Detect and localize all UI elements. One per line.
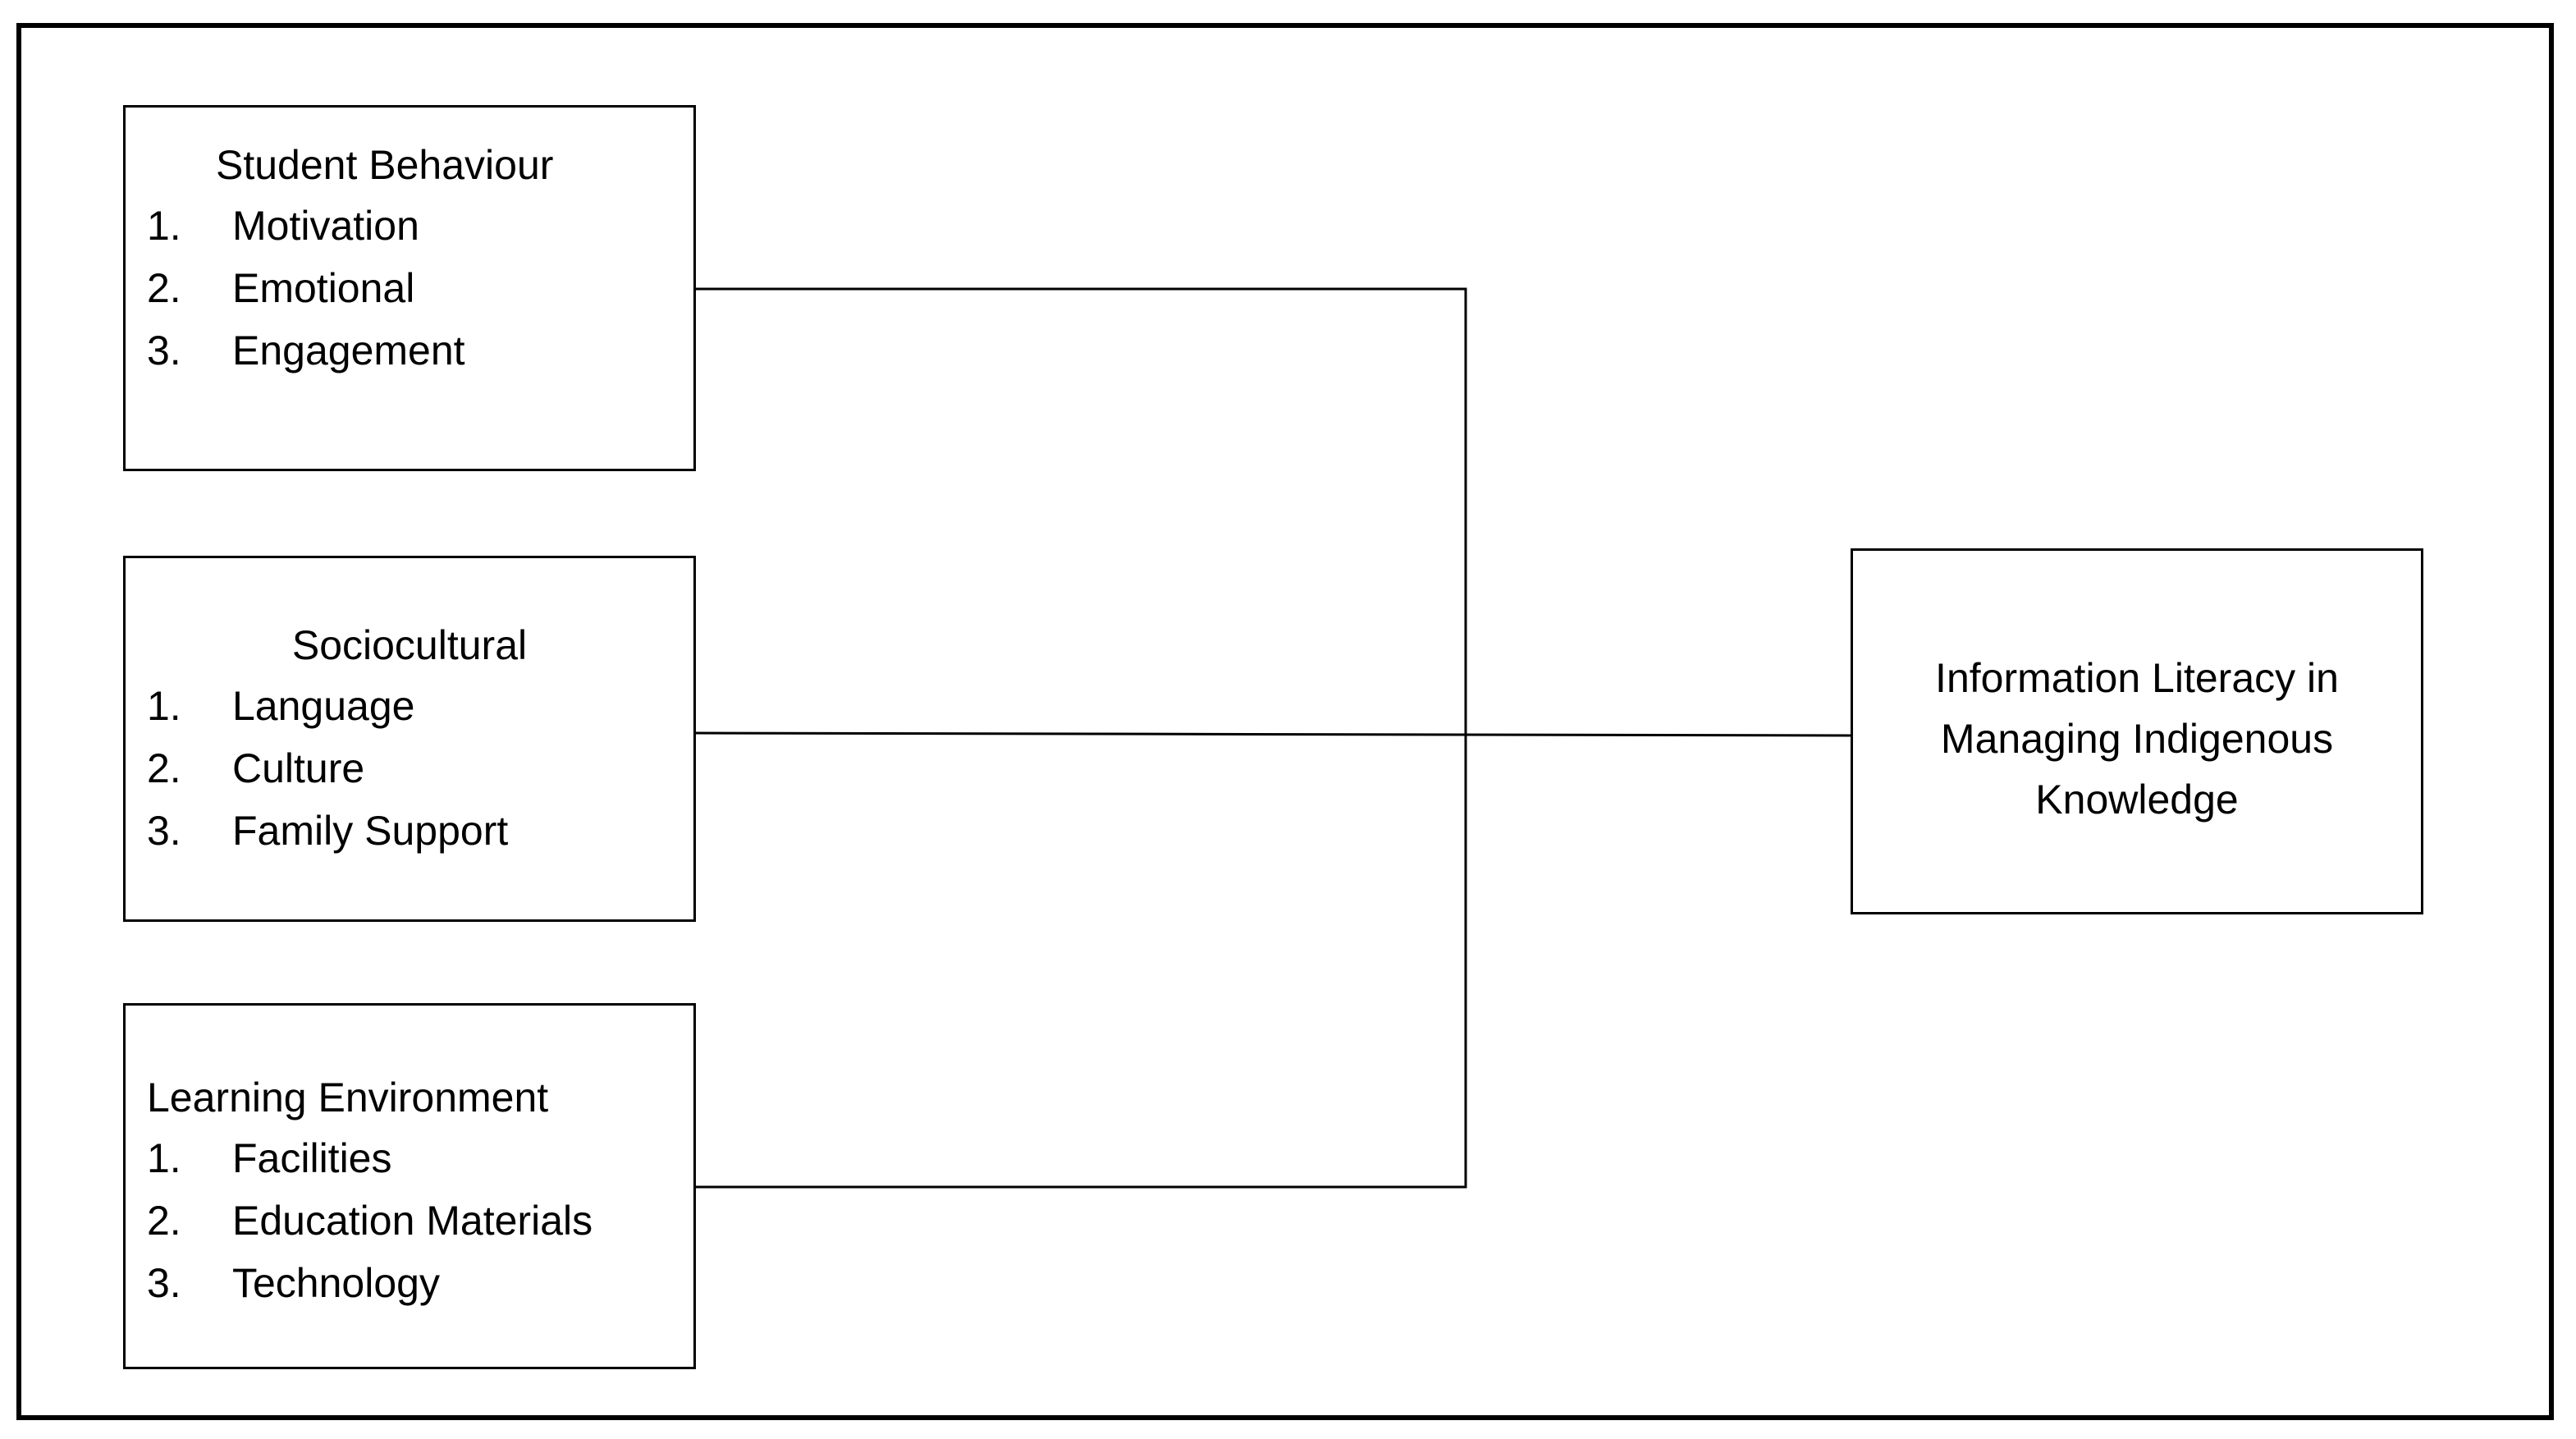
factor-box-learning-environment: Learning Environment 1. Facilities 2. Ed… [123, 1003, 696, 1369]
connector-sociocultural-to-outcome [695, 731, 1851, 737]
outcome-label: Information Literacy in Managing Indigen… [1853, 648, 2421, 830]
item-text: Culture [232, 745, 365, 791]
item-number: 3. [147, 808, 181, 854]
item-text: Family Support [232, 808, 509, 854]
item-number: 2. [147, 1198, 181, 1244]
outcome-line: Knowledge [2035, 777, 2239, 823]
item-number: 2. [147, 745, 181, 791]
item-number: 3. [147, 1260, 181, 1306]
factor-title: Student Behaviour [216, 142, 554, 188]
item-text: Technology [232, 1260, 440, 1306]
diagram-frame [16, 23, 2554, 1420]
factor-box-student-behaviour: Student Behaviour 1. Motivation 2. Emoti… [123, 105, 696, 471]
factor-title: Sociocultural [291, 622, 528, 668]
outcome-box-information-literacy: Information Literacy in Managing Indigen… [1851, 548, 2423, 914]
item-text: Motivation [232, 203, 419, 249]
item-text: Language [232, 683, 415, 729]
factor-box-sociocultural: Sociocultural 1. Language 2. Culture 3. … [123, 556, 696, 922]
item-number: 2. [147, 265, 181, 311]
outcome-line: Information Literacy in [1935, 655, 2339, 701]
item-text: Engagement [232, 328, 465, 373]
item-number: 1. [147, 203, 181, 249]
item-text: Emotional [232, 265, 415, 311]
item-text: Facilities [232, 1135, 392, 1181]
item-number: 1. [147, 683, 181, 729]
item-number: 3. [147, 328, 181, 373]
outcome-line: Managing Indigenous [1940, 716, 2334, 762]
factor-title: Learning Environment [147, 1075, 549, 1120]
item-number: 1. [147, 1135, 181, 1181]
connector-student-behaviour [696, 287, 1467, 1189]
item-text: Education Materials [232, 1198, 593, 1244]
